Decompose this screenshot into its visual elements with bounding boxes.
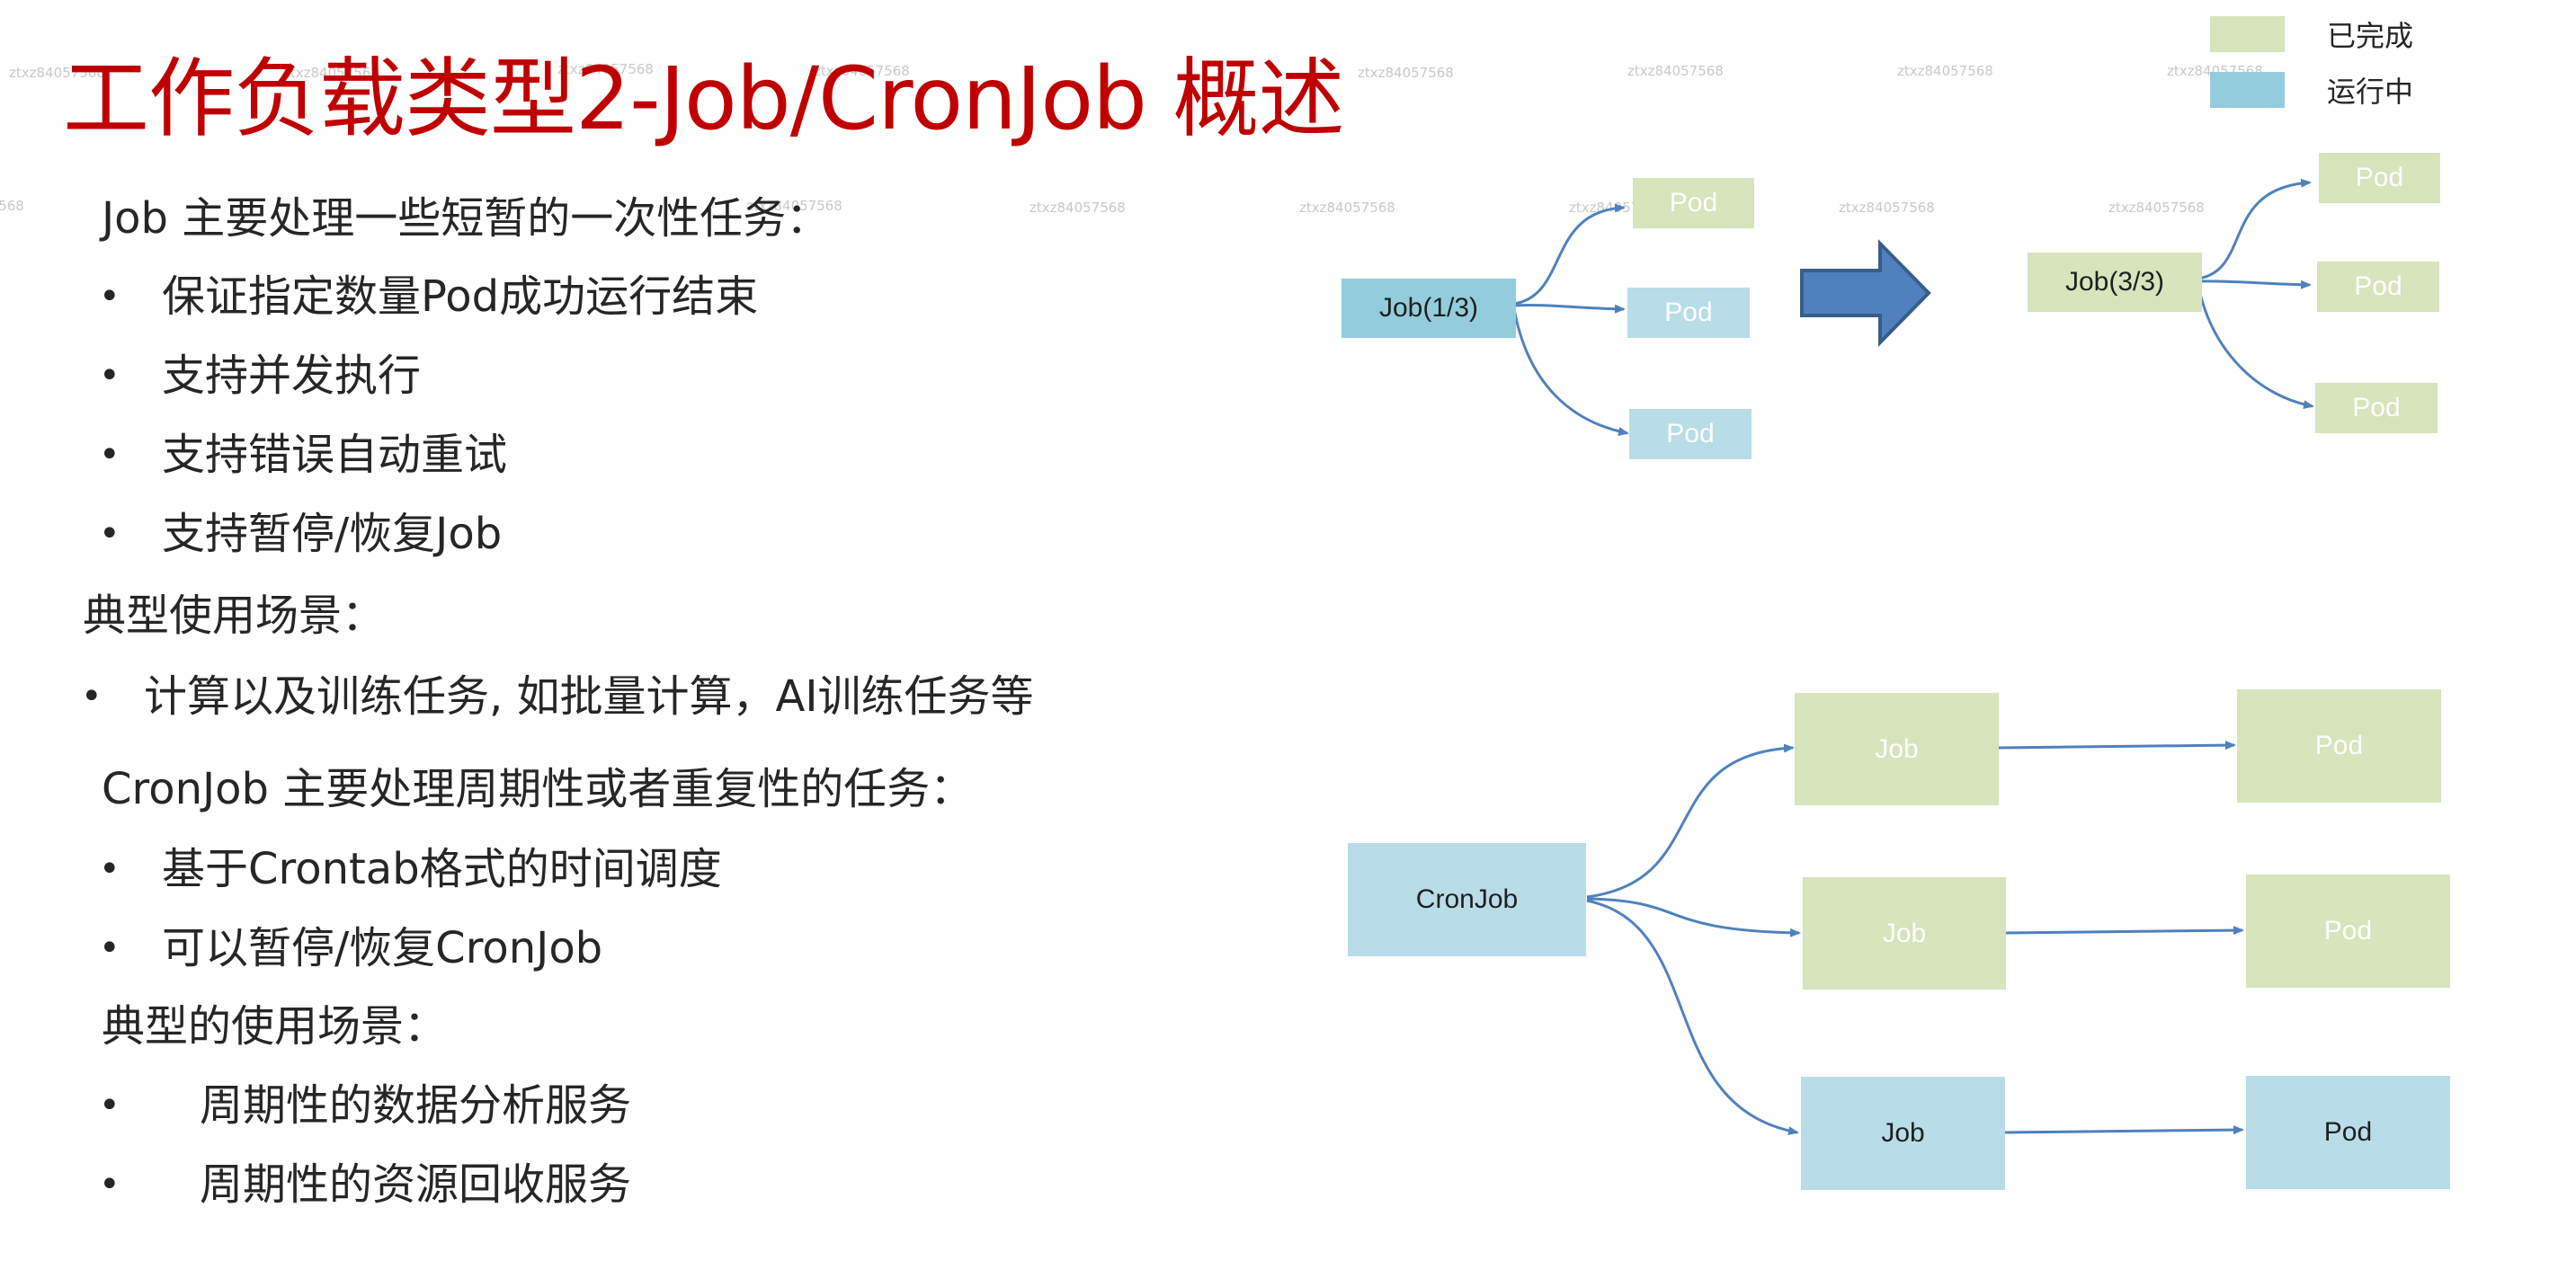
legend-label-running: 运行中 [2327, 75, 2414, 109]
connector-job-pod [1997, 741, 2236, 750]
right-block-arrow-icon [1800, 239, 1931, 347]
connector-job-pod-2 [1513, 304, 1626, 314]
bullet-glyph: • [99, 434, 120, 475]
pod-box-running: Pod [1627, 288, 1750, 338]
watermark: ztxz84057568 [1030, 200, 1126, 216]
watermark: ztxz84057568 [1358, 65, 1454, 81]
connector-job-pod [2001, 1125, 2244, 1135]
cronjob-box: CronJob [1348, 843, 1586, 956]
watermark: ztxz84057568 [746, 198, 842, 214]
page-title: 工作负载类型2-Job/CronJob 概述 [63, 49, 1345, 149]
watermark: ztxz84057568 [1897, 63, 1993, 79]
cronjob-bullet: 基于Crontab格式的时间调度 [162, 844, 722, 894]
job-box-completed: Job [1795, 693, 1999, 805]
job-scenario-heading: 典型使用场景： [83, 591, 386, 641]
bullet-glyph: • [99, 928, 120, 969]
job-after-box: Job(3/3) [2028, 253, 2202, 312]
bullet-glyph: • [81, 676, 103, 717]
pod-box-completed: Pod [2315, 383, 2438, 433]
cronjob-bullet: 可以暂停/恢复CronJob [162, 923, 603, 973]
connector-job-pod-1 [1513, 203, 1626, 306]
pod-box-completed: Pod [1633, 178, 1754, 228]
job-bullet: 支持并发执行 [162, 351, 422, 401]
pod-box-completed: Pod [2319, 153, 2440, 203]
pod-box-completed: Pod [2246, 875, 2450, 988]
job-box-running: Job [1801, 1077, 2005, 1190]
cronjob-scenario-bullet: 周期性的资源回收服务 [200, 1159, 632, 1210]
pod-box-completed: Pod [2237, 689, 2441, 803]
connector-cronjob-job-3 [1586, 899, 1799, 1136]
job-before-box: Job(1/3) [1341, 279, 1516, 338]
watermark: ztxz84057568 [1299, 200, 1395, 216]
pod-box-running: Pod [2246, 1076, 2450, 1189]
job-bullet: 保证指定数量Pod成功运行结束 [162, 271, 759, 322]
bullet-glyph: • [99, 276, 120, 317]
watermark: ztxz84057568 [557, 61, 654, 77]
watermark: ztxz84057568 [814, 63, 910, 79]
cronjob-scenario-bullet: 周期性的数据分析服务 [200, 1080, 632, 1131]
watermark: ztxz84057568 [9, 65, 105, 81]
watermark: ztxz84057568 [0, 198, 24, 214]
connector-job-pod [2003, 926, 2244, 936]
job-box-completed: Job [1803, 877, 2006, 990]
bullet-glyph: • [99, 355, 120, 396]
bullet-glyph: • [99, 1164, 120, 1205]
cronjob-intro: CronJob 主要处理周期性或者重复性的任务： [102, 764, 974, 814]
watermark: ztxz84057568 [1627, 63, 1724, 79]
connector-job-pod-1 [2197, 178, 2312, 280]
pod-box-completed: Pod [2317, 262, 2439, 312]
job-bullet: 支持暂停/恢复Job [162, 509, 503, 559]
connector-job-pod-3 [1512, 308, 1629, 436]
connector-job-pod-3 [2197, 285, 2314, 410]
pod-box-running: Pod [1629, 409, 1752, 459]
job-intro: Job 主要处理一些短暂的一次性任务： [102, 193, 830, 244]
legend-swatch-completed [2210, 16, 2285, 52]
bullet-glyph: • [99, 513, 120, 555]
bullet-glyph: • [99, 848, 120, 890]
legend-swatch-running [2210, 72, 2285, 108]
cronjob-scenario-heading: 典型的使用场景： [102, 1001, 448, 1052]
job-scenario-bullet: 计算以及训练任务, 如批量计算，AI训练任务等 [144, 671, 1034, 722]
watermark: ztxz84057568 [2108, 200, 2205, 216]
connector-cronjob-job-1 [1586, 743, 1795, 899]
legend-label-completed: 已完成 [2327, 19, 2414, 53]
bullet-glyph: • [99, 1085, 120, 1126]
job-bullet: 支持错误自动重试 [162, 430, 508, 480]
watermark: ztxz84057568 [1839, 200, 1935, 216]
watermark: ztxz84057568 [283, 65, 379, 81]
connector-cronjob-job-2 [1586, 897, 1801, 937]
connector-job-pod-2 [2197, 280, 2312, 289]
